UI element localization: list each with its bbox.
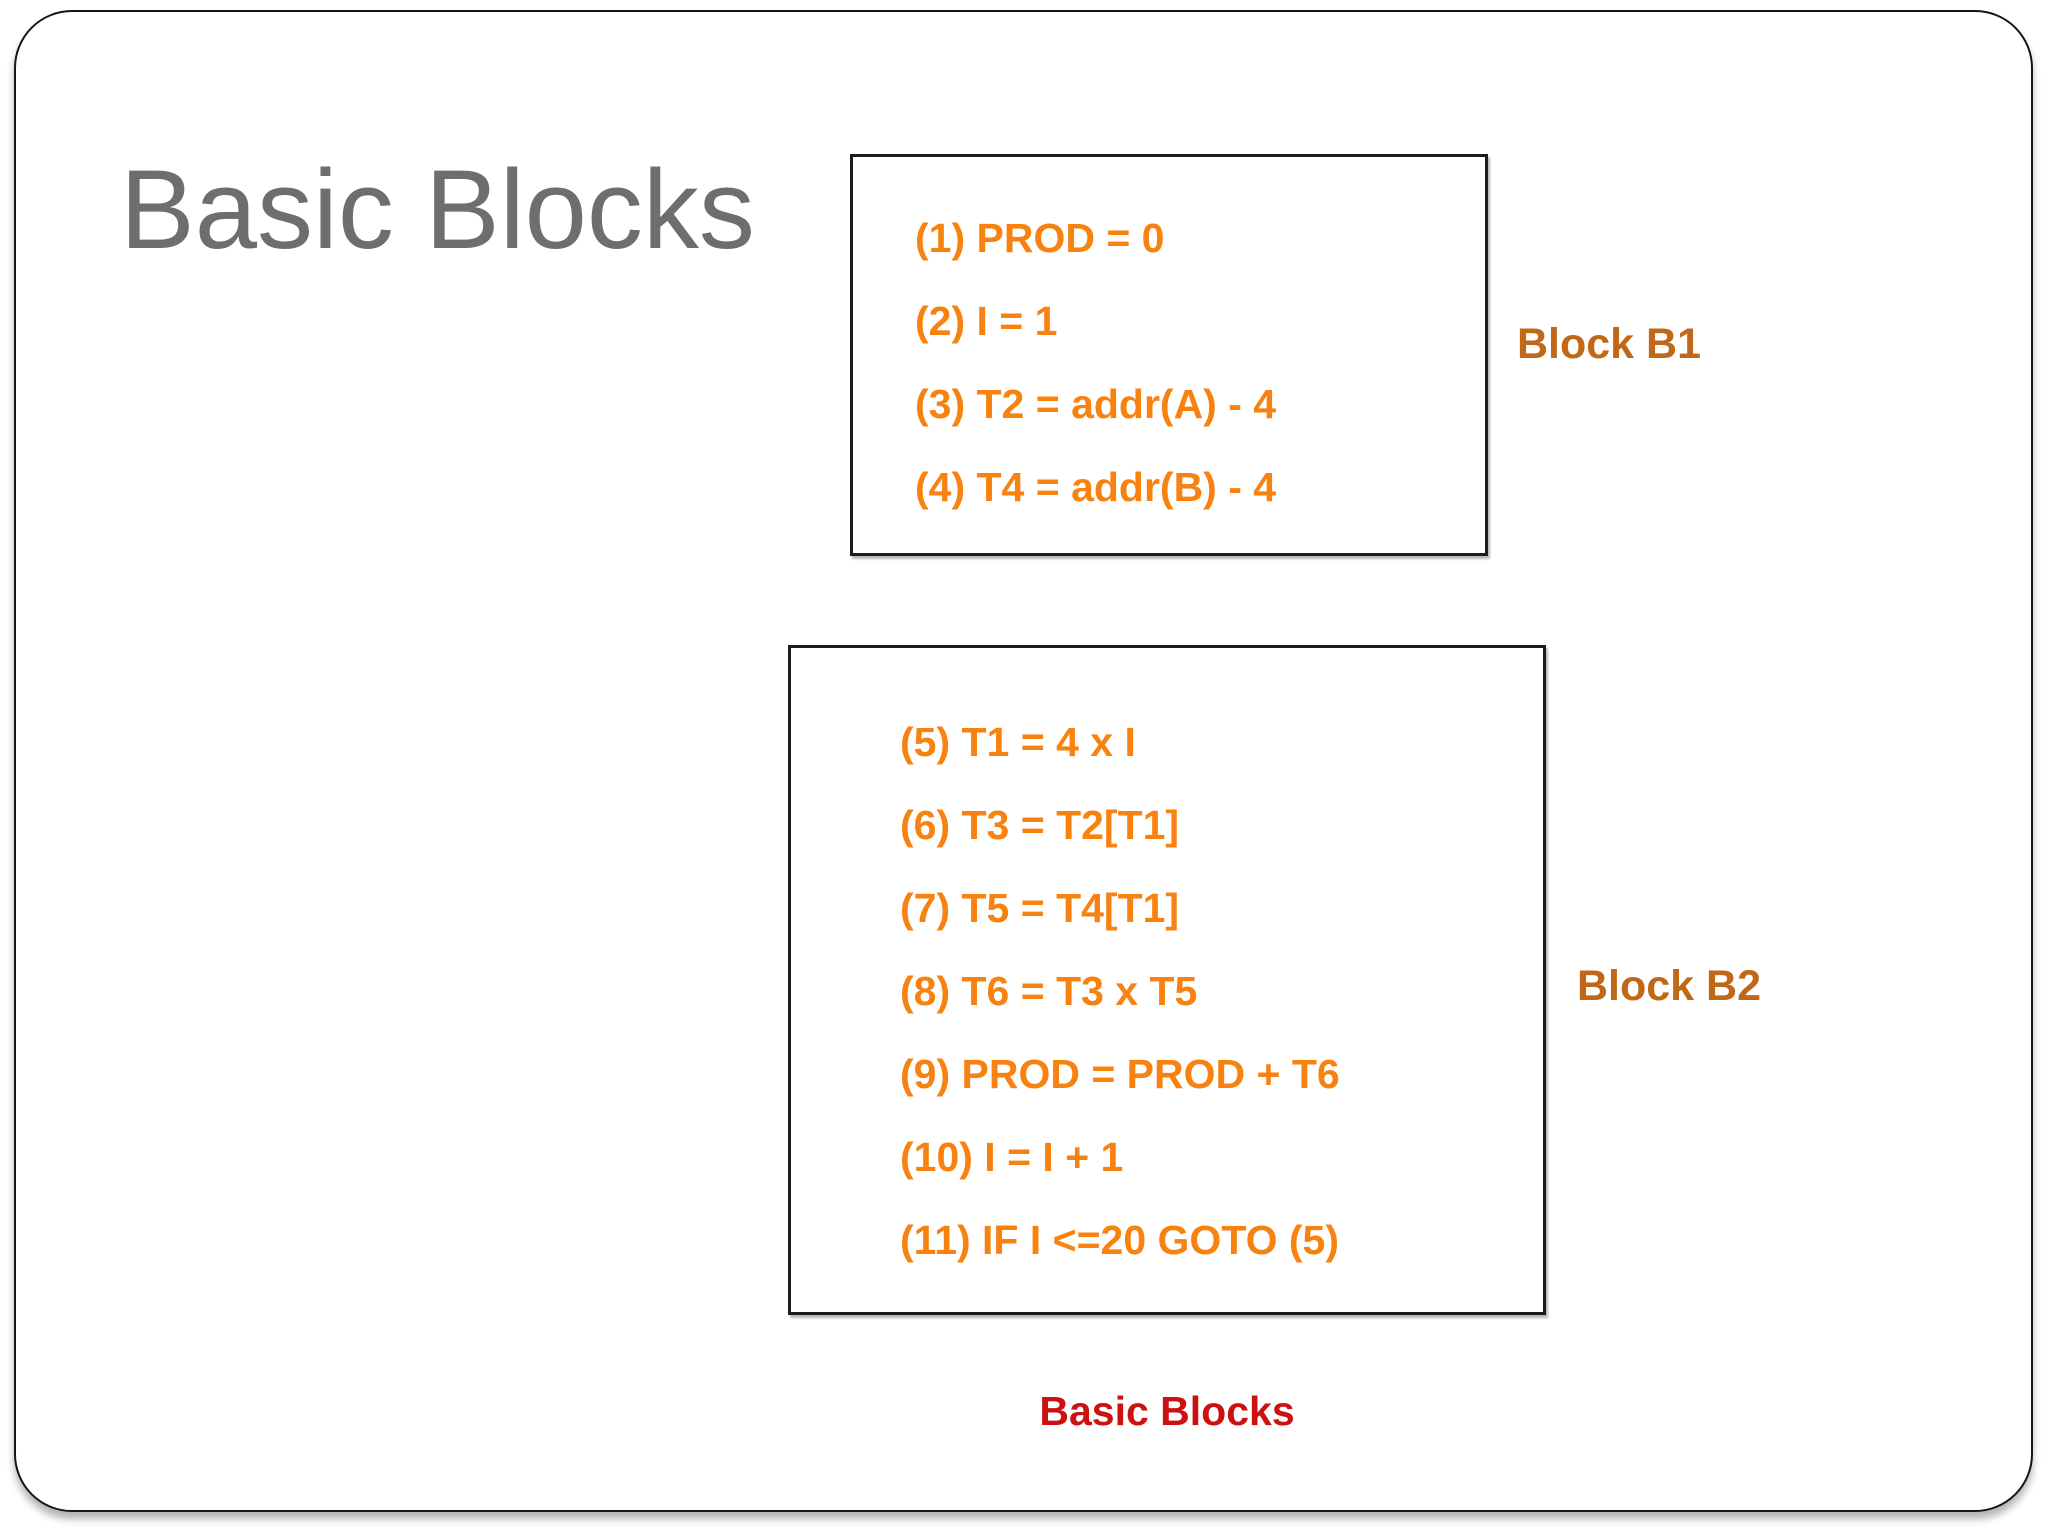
block-b1-label: Block B1 — [1517, 320, 1702, 368]
slide-caption: Basic Blocks — [1039, 1388, 1295, 1434]
basic-block-b2-box: (5) T1 = 4 x I (6) T3 = T2[T1] (7) T5 = … — [788, 645, 1546, 1315]
code-line-11: (11) IF I <=20 GOTO (5) — [900, 1217, 1340, 1263]
code-line-5: (5) T1 = 4 x I — [900, 719, 1136, 765]
block-b2-label: Block B2 — [1577, 962, 1762, 1010]
code-line-7: (7) T5 = T4[T1] — [900, 885, 1180, 931]
code-line-10: (10) I = I + 1 — [900, 1134, 1124, 1180]
basic-block-b1-box: (1) PROD = 0 (2) I = 1 (3) T2 = addr(A) … — [850, 154, 1488, 556]
code-line-2: (2) I = 1 — [915, 298, 1058, 344]
code-line-6: (6) T3 = T2[T1] — [900, 802, 1180, 848]
code-line-3: (3) T2 = addr(A) - 4 — [915, 381, 1277, 427]
code-line-9: (9) PROD = PROD + T6 — [900, 1051, 1340, 1097]
code-line-8: (8) T6 = T3 x T5 — [900, 968, 1198, 1014]
code-line-4: (4) T4 = addr(B) - 4 — [915, 464, 1277, 510]
page-title: Basic Blocks — [120, 147, 755, 272]
code-line-1: (1) PROD = 0 — [915, 215, 1165, 261]
